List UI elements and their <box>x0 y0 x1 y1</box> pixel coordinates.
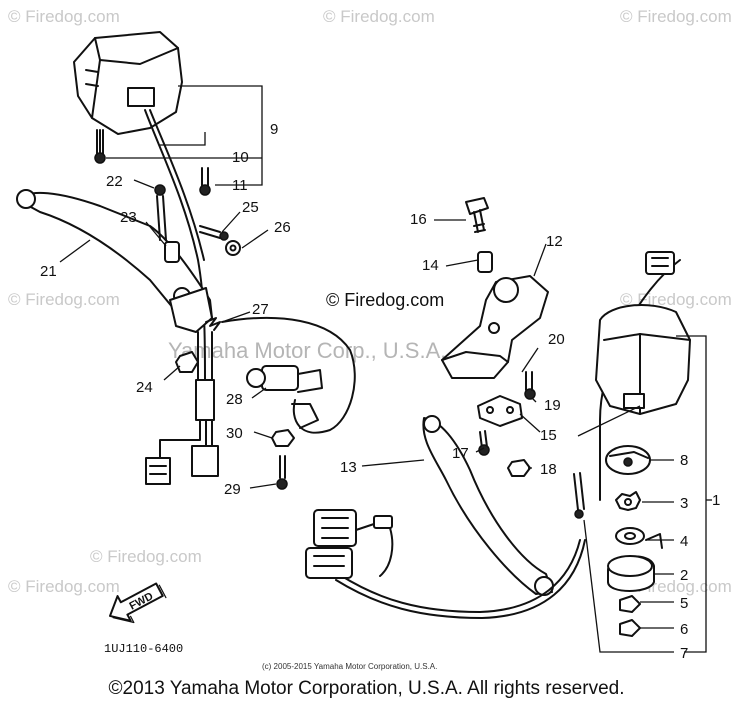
bolt-19 <box>524 371 536 400</box>
label-7: 7 <box>680 645 688 662</box>
leader-lines <box>59 179 547 489</box>
screw-29 <box>276 455 288 490</box>
nut-24 <box>175 351 199 373</box>
label-13: 13 <box>340 459 357 476</box>
screw-17 <box>478 430 490 456</box>
label-23: 23 <box>120 209 137 226</box>
connector-right <box>645 251 675 275</box>
label-19: 19 <box>544 397 561 414</box>
screw-25 <box>199 225 229 241</box>
watermark-bottom-left: © Firedog.com <box>8 577 120 596</box>
label-14: 14 <box>422 257 439 274</box>
watermark-top-center: © Firedog.com <box>323 7 435 26</box>
copyright-footer: ©2013 Yamaha Motor Corporation, U.S.A. A… <box>108 678 625 699</box>
label-15: 15 <box>540 427 557 444</box>
label-10: 10 <box>232 149 249 166</box>
part-4 <box>615 527 645 545</box>
watermark-mid-left: © Firedog.com <box>8 290 120 309</box>
label-6: 6 <box>680 621 688 638</box>
label-18: 18 <box>540 461 557 478</box>
collar-14 <box>477 251 493 273</box>
brake-lever-13 <box>422 415 554 596</box>
screw-11 <box>199 167 211 196</box>
bolt-16 <box>465 197 489 233</box>
lever-holder-12 <box>441 275 549 379</box>
label-8: 8 <box>680 452 688 469</box>
label-16: 16 <box>410 211 427 228</box>
label-2: 2 <box>680 567 688 584</box>
part-6 <box>619 619 641 637</box>
label-24: 24 <box>136 379 153 396</box>
watermark-yamaha: Yamaha Motor Corp., U.S.A. <box>168 338 446 363</box>
label-20: 20 <box>548 331 565 348</box>
watermarks: © Firedog.com © Firedog.com © Firedog.co… <box>8 7 732 596</box>
watermark-center: © Firedog.com <box>326 290 444 310</box>
label-30: 30 <box>226 425 243 442</box>
left-switch-housing <box>73 31 183 135</box>
collar-23 <box>164 241 180 263</box>
part-8 <box>605 445 651 475</box>
nut-26 <box>225 240 241 256</box>
label-brace-9-11 <box>106 85 263 186</box>
label-21: 21 <box>40 263 57 280</box>
part-labels: 1 2 3 4 5 6 7 8 9 10 11 12 13 14 15 16 1… <box>40 121 720 662</box>
label-27: 27 <box>252 301 269 318</box>
label-9: 9 <box>270 121 278 138</box>
part-5 <box>619 595 641 613</box>
label-22: 22 <box>106 173 123 190</box>
label-29: 29 <box>224 481 241 498</box>
label-5: 5 <box>680 595 688 612</box>
label-4: 4 <box>680 533 688 550</box>
watermark-top-right: © Firedog.com <box>620 7 732 26</box>
part-3 <box>615 491 641 511</box>
label-25: 25 <box>242 199 259 216</box>
right-switch-housing <box>595 304 691 415</box>
label-28: 28 <box>226 391 243 408</box>
diagram-code: 1UJ110-6400 <box>104 642 183 656</box>
label-17: 17 <box>452 445 469 462</box>
nut-18 <box>507 459 531 477</box>
nut-30 <box>271 429 295 447</box>
small-copyright: (c) 2005-2015 Yamaha Motor Corporation, … <box>262 662 437 671</box>
label-3: 3 <box>680 495 688 512</box>
watermark-bottom-left-2: © Firedog.com <box>90 547 202 566</box>
switch-15 <box>477 395 523 427</box>
connector-bottom <box>305 509 394 579</box>
part-2 <box>607 533 663 592</box>
label-1: 1 <box>712 492 720 509</box>
bolt-22 <box>154 184 167 241</box>
fwd-label: FWD <box>128 590 156 612</box>
screw-10 <box>94 129 106 164</box>
label-26: 26 <box>274 219 291 236</box>
spring-27 <box>205 317 221 331</box>
label-12: 12 <box>546 233 563 250</box>
label-brace-1 <box>577 335 712 653</box>
watermark-top-left: © Firedog.com <box>8 7 120 26</box>
switch-28 <box>221 316 356 434</box>
label-11: 11 <box>232 177 248 194</box>
